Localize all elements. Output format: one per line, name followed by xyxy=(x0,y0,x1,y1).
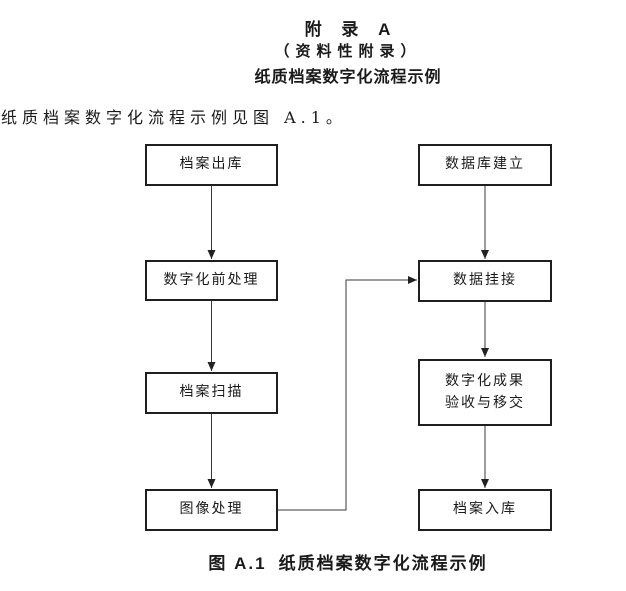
flow-box-database-creation: 数据库建立 xyxy=(418,144,552,186)
flow-box-data-linking: 数据挂接 xyxy=(418,260,552,302)
appendix-title: 纸质档案数字化流程示例 xyxy=(254,69,442,86)
flow-box-label: 档案出库 xyxy=(179,156,244,173)
appendix-heading: 附 录 A xyxy=(304,20,392,39)
flow-box-archive-checkin: 档案入库 xyxy=(418,489,552,531)
flow-box-label: 图像处理 xyxy=(179,501,244,518)
flow-box-label: 数字化成果 xyxy=(445,372,525,389)
flow-box-archive-scanning: 档案扫描 xyxy=(145,372,278,414)
flow-box-results-acceptance-transfer: 数字化成果 验收与移交 xyxy=(418,359,552,426)
figure-caption: 图 A.1 纸质档案数字化流程示例 xyxy=(70,549,626,574)
flow-box-label: 档案扫描 xyxy=(179,384,244,401)
appendix-note: （资料性附录） xyxy=(274,43,422,60)
flow-box-label: 数据挂接 xyxy=(453,272,517,289)
flow-box-archive-checkout: 档案出库 xyxy=(145,144,278,186)
flow-box-label: 档案入库 xyxy=(453,501,517,518)
figure-caption-title: 纸质档案数字化流程示例 xyxy=(278,554,488,573)
flow-box-image-processing: 图像处理 xyxy=(145,489,278,531)
flow-box-label-line2: 验收与移交 xyxy=(445,394,525,411)
flow-box-label: 数字化前处理 xyxy=(163,271,260,288)
figure-caption-label: 图 A.1 xyxy=(208,554,267,573)
intro-text: 纸质档案数字化流程示例见图 A.1。 xyxy=(1,108,347,127)
connector-image-processing-to-datalink xyxy=(278,276,417,511)
flow-box-pre-digitization-processing: 数字化前处理 xyxy=(145,260,278,301)
flow-box-label: 数据库建立 xyxy=(445,156,525,173)
